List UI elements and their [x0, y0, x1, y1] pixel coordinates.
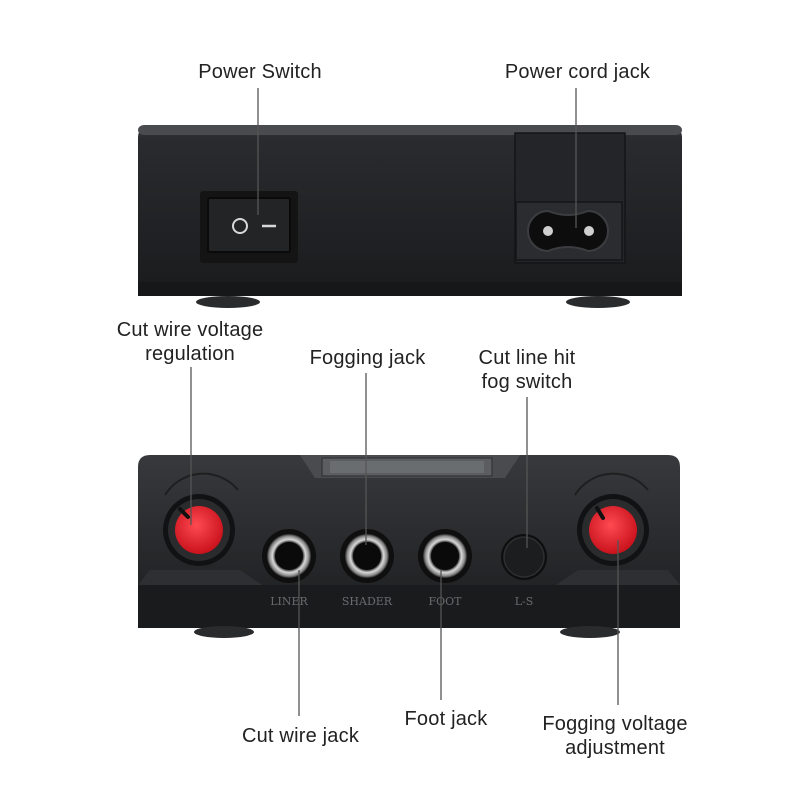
power-switch-label-text: Power Switch: [198, 61, 322, 83]
ls-switch-button[interactable]: [501, 534, 547, 580]
liner-jack[interactable]: [262, 529, 316, 583]
fogging-jack-label: Fogging jack: [295, 346, 440, 370]
callout-lines: [190, 88, 619, 716]
fogging-jack-label-text: Fogging jack: [309, 347, 426, 369]
power-switch-label: Power Switch: [180, 60, 340, 84]
cut-line-hit-label-line1: Cut line hit: [478, 347, 576, 369]
cut-wire-voltage-knob[interactable]: [163, 472, 239, 566]
fogging-voltage-label-line2: adjustment: [565, 737, 665, 759]
fogging-voltage-label: Fogging voltage adjustment: [530, 712, 700, 760]
power-cord-jack[interactable]: [515, 201, 623, 261]
cut-line-hit-label-line2: fog switch: [481, 371, 573, 393]
power-cord-jack-label-text: Power cord jack: [504, 61, 651, 83]
cut-line-hit-label: Cut line hit fog switch: [462, 346, 592, 394]
foot-jack-label-text: Foot jack: [404, 708, 488, 730]
cut-wire-voltage-label-line2: regulation: [145, 343, 235, 365]
fogging-voltage-knob[interactable]: [574, 472, 649, 566]
foot-jack-label: Foot jack: [390, 707, 502, 731]
power-cord-jack-label: Power cord jack: [490, 60, 665, 84]
shader-jack[interactable]: [340, 529, 394, 583]
ls-panel-text: L-S: [515, 595, 534, 608]
cut-wire-voltage-label: Cut wire voltage regulation: [100, 318, 280, 366]
front-panel: [138, 455, 680, 638]
power-switch[interactable]: [200, 191, 298, 263]
fogging-voltage-label-line1: Fogging voltage: [542, 713, 688, 735]
cut-wire-voltage-label-line1: Cut wire voltage: [116, 319, 264, 341]
cut-wire-jack-label-text: Cut wire jack: [241, 725, 360, 747]
shader-panel-text: SHADER: [342, 595, 393, 608]
liner-panel-text: LINER: [270, 595, 308, 608]
foot-panel-text: FOOT: [428, 595, 462, 608]
foot-jack[interactable]: [418, 529, 472, 583]
switch-off-symbol: [232, 218, 248, 234]
cut-wire-jack-label: Cut wire jack: [228, 724, 373, 748]
